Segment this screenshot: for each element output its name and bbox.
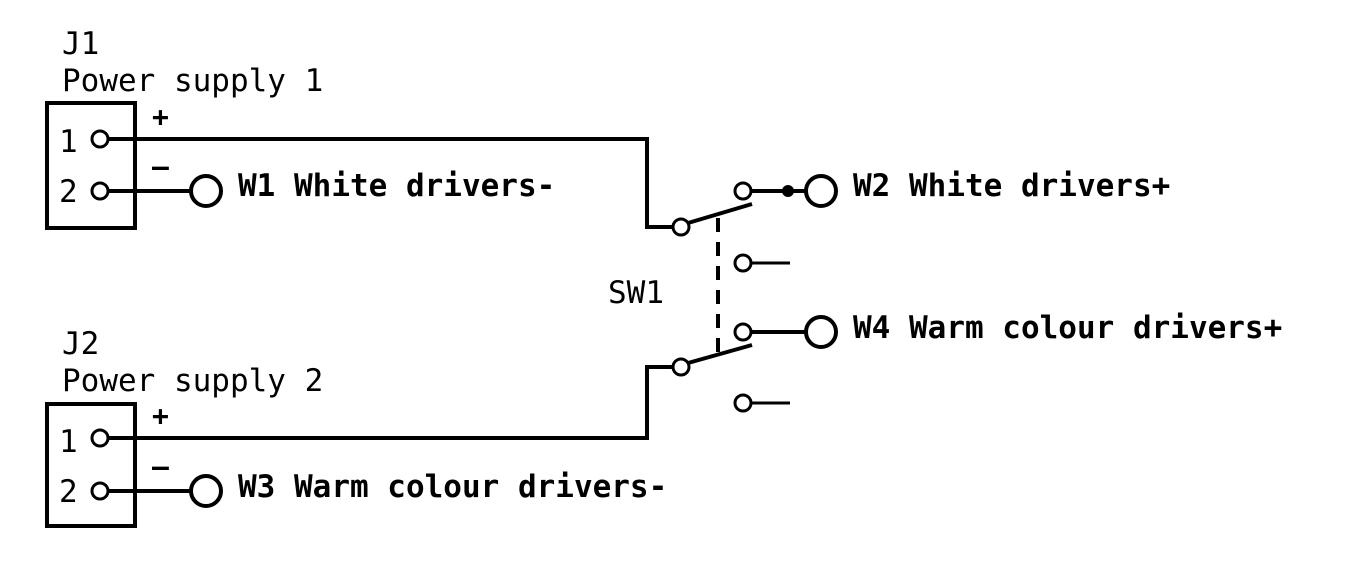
w4-pad bbox=[804, 315, 838, 349]
j1-pin2-label: 2 bbox=[59, 174, 78, 210]
w4-label: W4 Warm colour drivers+ bbox=[853, 310, 1282, 346]
w1-pad bbox=[189, 174, 223, 208]
j1-pin1-terminal bbox=[90, 129, 110, 149]
connector-pins bbox=[90, 129, 110, 501]
j2-pin1-terminal bbox=[90, 428, 110, 448]
sw1-pole1-throw-b bbox=[733, 253, 753, 273]
w3-label: W3 Warm colour drivers- bbox=[238, 469, 667, 505]
j2-pin2-terminal bbox=[90, 481, 110, 501]
j2-body bbox=[45, 402, 137, 528]
switch-sw1: SW1 bbox=[608, 181, 753, 413]
junction-dot bbox=[782, 185, 794, 197]
j1-pin2-terminal bbox=[90, 181, 110, 201]
w3-pad bbox=[189, 474, 223, 508]
wire-j2-plus bbox=[108, 365, 672, 440]
j1-plus-sign: + bbox=[152, 100, 169, 133]
j1-ref: J1 bbox=[62, 26, 99, 62]
j2-plus-sign: + bbox=[152, 399, 169, 432]
j2-name: Power supply 2 bbox=[62, 363, 323, 399]
w1-label: W1 White drivers- bbox=[238, 168, 555, 204]
w2-pad bbox=[804, 174, 838, 208]
j1-minus-sign: – bbox=[152, 150, 169, 183]
j2-pin1-label: 1 bbox=[59, 424, 78, 460]
w2-label: W2 White drivers+ bbox=[853, 168, 1170, 204]
sw1-pole2-throw-a bbox=[733, 322, 753, 342]
sw1-pole1-common bbox=[671, 217, 691, 237]
j2-pin2-label: 2 bbox=[59, 474, 78, 510]
wire-pads bbox=[189, 174, 838, 508]
connector-j2: J2 Power supply 2 1 2 + – bbox=[45, 326, 323, 528]
j1-pin1-label: 1 bbox=[59, 124, 78, 160]
j2-ref: J2 bbox=[62, 326, 99, 362]
wire-j1-plus bbox=[108, 137, 672, 229]
sw1-ref: SW1 bbox=[608, 275, 664, 311]
j2-minus-sign: – bbox=[152, 450, 169, 483]
j1-name: Power supply 1 bbox=[62, 63, 323, 99]
wire-labels: W1 White drivers- W3 Warm colour drivers… bbox=[238, 168, 1282, 505]
wires bbox=[108, 137, 807, 493]
sw1-pole2-blade bbox=[687, 343, 753, 365]
sw1-pole1-throw-a bbox=[733, 181, 753, 201]
connector-j1: J1 Power supply 1 1 2 + – bbox=[45, 26, 323, 230]
j1-body bbox=[45, 101, 137, 230]
sw1-pole1-blade bbox=[687, 202, 753, 225]
sw1-pole2-throw-b bbox=[733, 393, 753, 413]
sw1-pole2-common bbox=[671, 357, 691, 377]
